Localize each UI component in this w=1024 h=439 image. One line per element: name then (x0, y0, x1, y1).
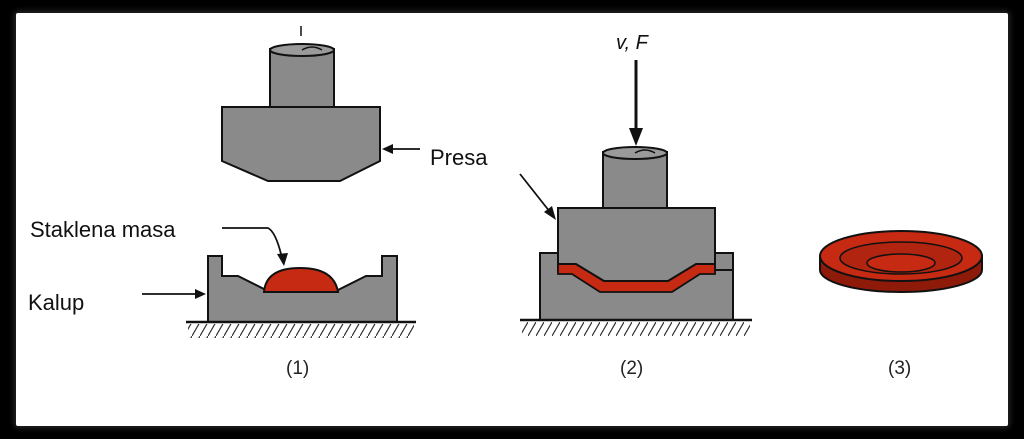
diagram-panel (16, 13, 1008, 426)
label-staklena-masa: Staklena masa (30, 217, 176, 242)
press-pointer-line (519, 173, 551, 213)
stage-2 (519, 60, 752, 336)
label-presa: Presa (430, 145, 488, 170)
step-label-1: (1) (286, 358, 310, 379)
mold-2-right-wall (714, 252, 734, 271)
press-pointer-head (544, 206, 556, 220)
press-head-1 (221, 106, 381, 182)
kalup-arrowhead (195, 289, 206, 299)
press-ram-2 (602, 146, 668, 209)
step-label-2: (2) (620, 358, 644, 379)
stage-1 (142, 26, 420, 338)
glass-arrow-line (222, 227, 283, 259)
label-force: v, F (616, 32, 648, 54)
glass-arrowhead (277, 253, 288, 266)
ground-hatch-1 (188, 324, 414, 338)
press-head-2 (557, 207, 716, 282)
presa-arrowhead (382, 144, 393, 154)
press-ram-1 (269, 43, 335, 108)
ground-hatch-2 (522, 322, 750, 336)
force-arrowhead (629, 128, 643, 146)
label-kalup: Kalup (28, 290, 85, 315)
step-label-3: (3) (888, 358, 912, 379)
glass-gob (262, 266, 340, 293)
stage-3-finished-dish (819, 230, 983, 293)
